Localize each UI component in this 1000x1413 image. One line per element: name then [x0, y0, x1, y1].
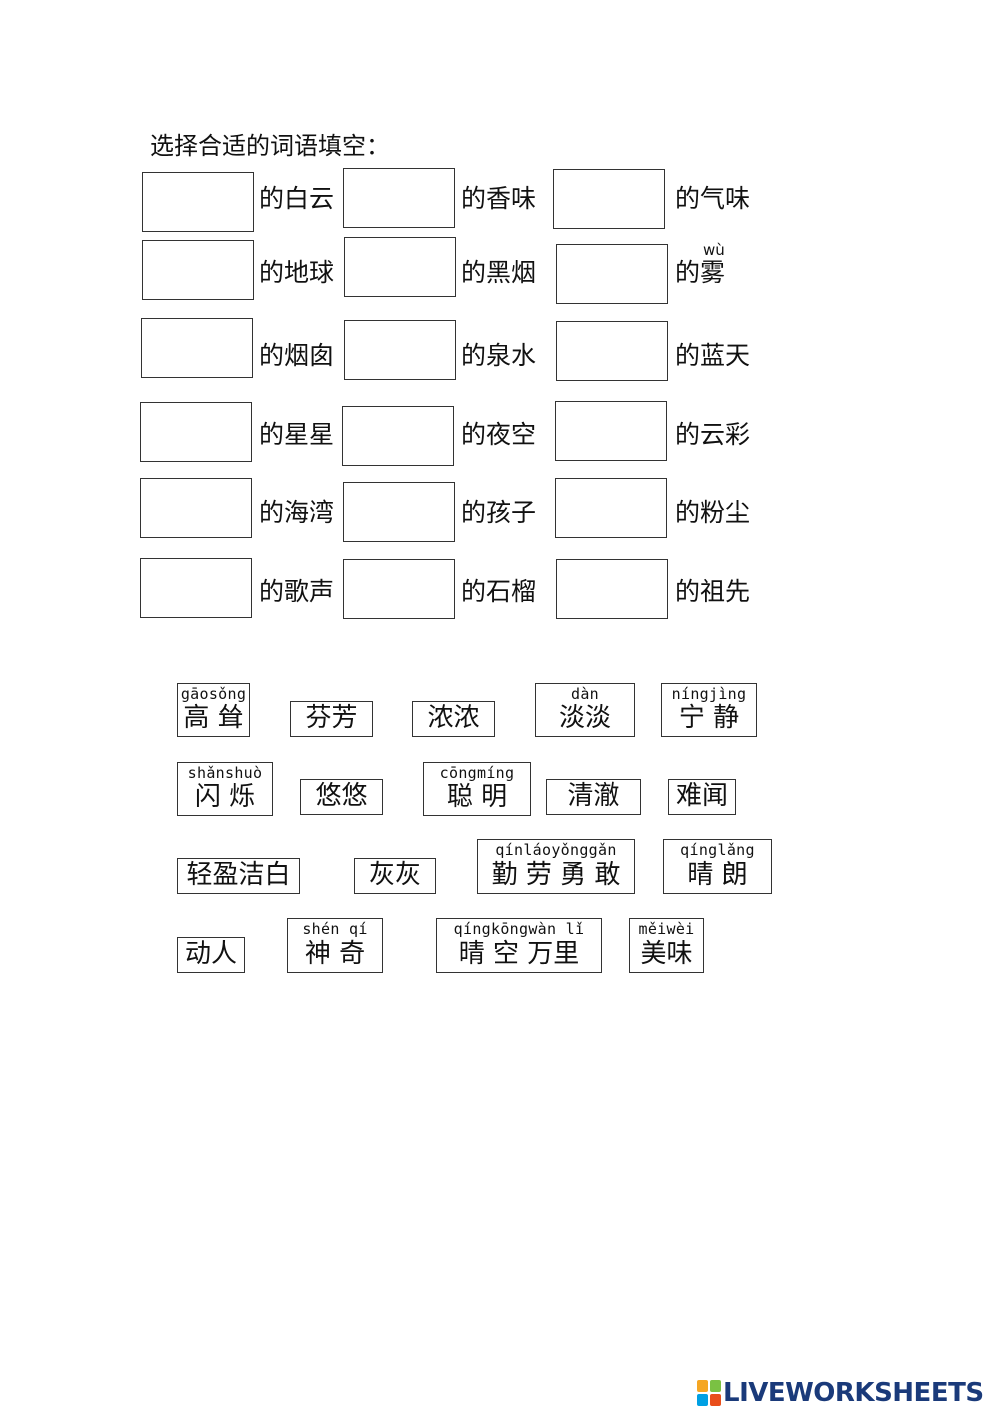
blank-suffix-text: 的雾 — [675, 258, 726, 287]
blank-suffix-text: 的泉水 — [461, 341, 537, 370]
answer-blank[interactable] — [140, 478, 252, 538]
word-pinyin: měiwèi — [638, 920, 695, 938]
answer-blank[interactable] — [555, 401, 667, 461]
word-pinyin: qínláoyǒnggǎn — [495, 841, 617, 859]
answer-blank[interactable] — [344, 237, 456, 297]
answer-blank[interactable] — [343, 482, 455, 542]
word-pinyin: qínglǎng — [680, 841, 755, 859]
answer-blank[interactable] — [142, 240, 254, 300]
word-tile[interactable]: 动人 — [177, 937, 245, 973]
word-text: 轻盈洁白 — [186, 860, 291, 890]
word-pinyin: qíngkōngwàn lǐ — [453, 920, 585, 938]
blank-suffix-text: 的云彩 — [675, 420, 751, 449]
word-text: 清澈 — [567, 781, 620, 811]
word-text: 宁 静 — [678, 703, 740, 733]
word-tile[interactable]: 悠悠 — [300, 779, 383, 815]
answer-blank[interactable] — [553, 169, 665, 229]
word-tile[interactable]: 清澈 — [546, 779, 641, 815]
answer-blank[interactable] — [343, 559, 455, 619]
word-tile[interactable]: 难闻 — [668, 779, 736, 815]
word-text: 浓浓 — [427, 703, 480, 733]
word-text: 晴 空 万里 — [458, 939, 580, 969]
blank-suffix-text: 的夜空 — [461, 420, 537, 449]
answer-blank[interactable] — [142, 172, 254, 232]
blank-suffix-text: 的海湾 — [259, 498, 335, 527]
answer-blank[interactable] — [141, 318, 253, 378]
word-tile[interactable]: 芬芳 — [290, 701, 373, 737]
blank-suffix-text: 的粉尘 — [675, 498, 751, 527]
word-text: 美味 — [640, 939, 693, 969]
word-tile[interactable]: 轻盈洁白 — [177, 858, 300, 894]
brand-name: LIVEWORKSHEETS — [723, 1378, 984, 1408]
blank-suffix-text: 的祖先 — [675, 577, 751, 606]
answer-blank[interactable] — [342, 406, 454, 466]
answer-blank[interactable] — [140, 402, 252, 462]
word-pinyin: shén qí — [302, 920, 368, 938]
word-text: 神 奇 — [304, 939, 366, 969]
word-pinyin: gāosǒng — [180, 685, 247, 703]
blank-suffix-text: 的香味 — [461, 184, 537, 213]
word-text: 晴 朗 — [687, 860, 748, 890]
answer-blank[interactable] — [555, 478, 667, 538]
blank-suffix-text: 的蓝天 — [675, 341, 751, 370]
blank-suffix-text: 的地球 — [259, 258, 335, 287]
answer-blank[interactable] — [556, 244, 668, 304]
answer-blank[interactable] — [343, 168, 455, 228]
blank-suffix-text: 的石榴 — [461, 577, 537, 606]
blank-suffix-text: 的白云 — [259, 184, 335, 213]
word-text: 难闻 — [675, 781, 728, 811]
word-text: 聪 明 — [446, 782, 508, 812]
word-pinyin: níngjìng — [671, 685, 747, 703]
blank-suffix-text: 的歌声 — [259, 577, 335, 606]
instruction: 选择合适的词语填空： — [150, 132, 390, 160]
answer-blank[interactable] — [344, 320, 456, 380]
blank-suffix-text: 的黑烟 — [461, 258, 537, 287]
word-pinyin: cōngmíng — [439, 764, 515, 782]
word-text: 芬芳 — [305, 703, 358, 733]
word-pinyin: shǎnshuò — [187, 764, 263, 782]
blank-suffix-text: 的孩子 — [461, 498, 537, 527]
word-text: 勤 劳 勇 敢 — [491, 860, 621, 890]
word-text: 悠悠 — [315, 781, 368, 811]
blank-suffix-text: 的气味 — [675, 184, 751, 213]
word-tile[interactable]: 灰灰 — [354, 858, 436, 894]
word-text: 闪 烁 — [194, 782, 256, 812]
word-text: 动人 — [184, 939, 237, 969]
word-text: 淡淡 — [558, 703, 611, 733]
word-text: 高 耸 — [183, 703, 244, 733]
wu-pinyin: wù — [703, 241, 725, 259]
answer-blank[interactable] — [140, 558, 252, 618]
word-pinyin: dàn — [571, 685, 599, 703]
word-tile[interactable]: 浓浓 — [412, 701, 495, 737]
answer-blank[interactable] — [556, 559, 668, 619]
blank-suffix-text: 的烟囱 — [259, 341, 335, 370]
word-text: 灰灰 — [368, 860, 421, 890]
liveworksheets-logo: LIVEWORKSHEETS — [697, 1378, 984, 1408]
answer-blank[interactable] — [556, 321, 668, 381]
liveworksheets-icon — [697, 1380, 721, 1406]
blank-suffix-text: 的星星 — [259, 420, 335, 449]
